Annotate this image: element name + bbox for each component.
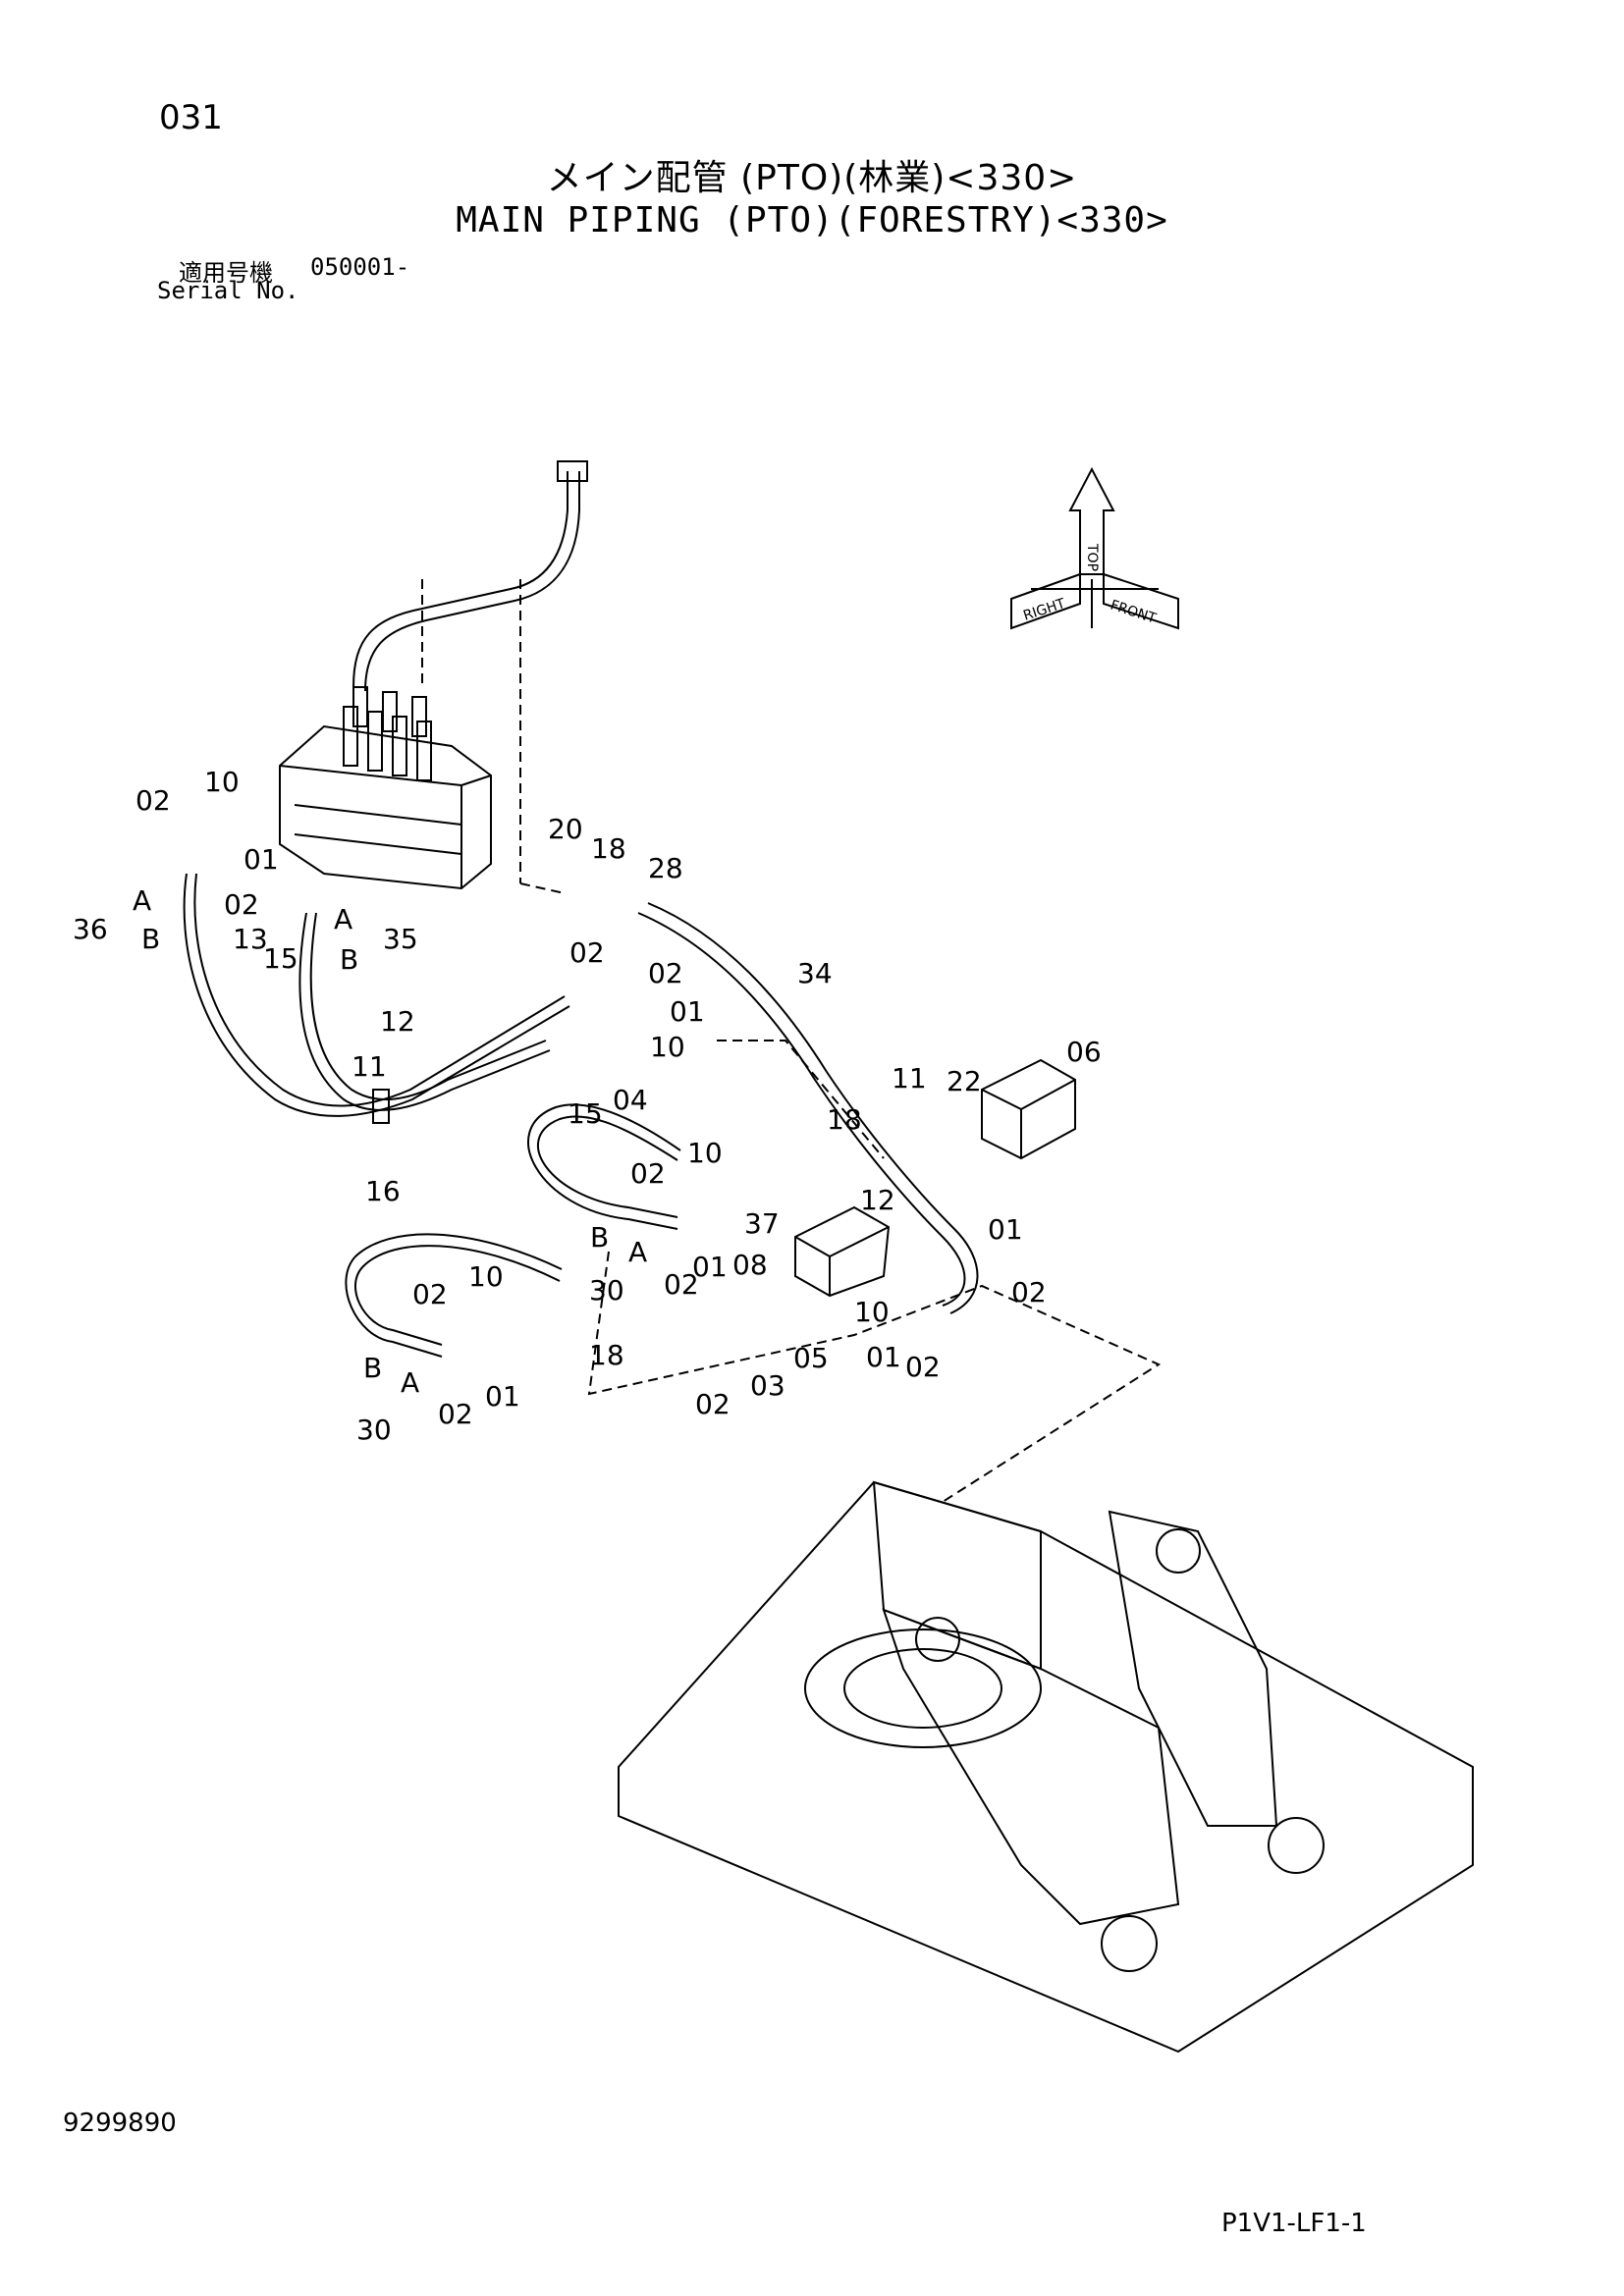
callout-label: 15	[263, 942, 298, 975]
callout-label: 10	[468, 1260, 504, 1293]
callout-label: 02	[648, 957, 683, 989]
callout-label: B	[363, 1352, 382, 1384]
callout-label: 28	[648, 852, 683, 884]
callout-label: 10	[687, 1137, 723, 1169]
callout-label: 11	[352, 1050, 387, 1083]
callout-label: 02	[438, 1398, 473, 1430]
callout-label: 01	[866, 1341, 901, 1373]
hose-30-lower	[353, 1245, 561, 1346]
callout-label: B	[141, 923, 160, 955]
orientation-label-right: RIGHT	[1021, 596, 1067, 624]
document-code: P1V1-LF1-1	[1221, 2209, 1367, 2238]
bracket-06	[981, 1058, 1076, 1160]
callout-label: 01	[692, 1251, 728, 1283]
callout-label: 01	[485, 1380, 520, 1413]
callout-label: 08	[732, 1249, 768, 1281]
page-number: 031	[159, 98, 223, 137]
callout-label: 01	[988, 1213, 1023, 1246]
callout-label: 02	[905, 1351, 941, 1383]
callout-label: 18	[589, 1339, 624, 1371]
callout-label: 02	[1011, 1276, 1047, 1308]
hose-34	[637, 912, 966, 1307]
callout-label: 15	[568, 1097, 603, 1130]
callout-label: 02	[695, 1388, 731, 1420]
callout-label: 04	[613, 1084, 648, 1116]
serial-label-japanese: 適用号機	[179, 259, 273, 287]
callout-label: 34	[797, 957, 833, 989]
callout-label: B	[590, 1221, 609, 1254]
callout-label: 10	[650, 1031, 685, 1063]
page-title-japanese: メイン配管 (PTO)(林業)<330>	[546, 158, 1078, 198]
callout-label: 05	[793, 1342, 829, 1374]
callout-label: 02	[224, 888, 259, 921]
orientation-symbol	[1010, 466, 1179, 630]
callout-label: B	[340, 943, 358, 976]
callout-label: 30	[356, 1414, 392, 1446]
serial-number-value: 050001-	[310, 253, 410, 281]
hose-30-upper	[537, 1115, 678, 1218]
page-title-english: MAIN PIPING (PTO)(FORESTRY)<330>	[456, 200, 1168, 240]
callout-label: 03	[750, 1369, 785, 1402]
serial-label-english: Serial No.	[157, 277, 299, 304]
orientation-label-top: TOP	[1084, 543, 1100, 571]
orientation-label-front: FRONT	[1109, 598, 1159, 627]
callout-label: A	[334, 903, 352, 935]
callout-label: 06	[1066, 1036, 1102, 1068]
callout-label: 11	[892, 1062, 927, 1095]
callout-label: 01	[670, 995, 705, 1028]
callout-label: A	[133, 884, 151, 917]
callout-label: A	[401, 1366, 419, 1399]
hose-35	[298, 912, 551, 1111]
callout-label: 22	[947, 1065, 982, 1097]
callout-label: 18	[827, 1103, 862, 1136]
pto-valve	[794, 1205, 891, 1298]
callout-label: 12	[860, 1184, 895, 1216]
callout-label: 10	[204, 766, 240, 798]
callout-label: 02	[135, 784, 171, 817]
callout-label: 16	[365, 1175, 401, 1207]
callout-label: 10	[854, 1296, 890, 1328]
callout-label: 02	[630, 1157, 666, 1190]
callout-label: 35	[383, 923, 418, 955]
callout-label: 02	[412, 1278, 448, 1310]
control-valve-block	[279, 686, 492, 890]
callout-label: A	[628, 1236, 647, 1268]
upper-frame	[618, 1480, 1474, 2054]
callout-labels: 02 10 01 02 13 15 35 A B A B 36 20 18 28…	[73, 766, 1102, 1446]
callout-label: 30	[589, 1274, 624, 1307]
document-number: 9299890	[63, 2109, 177, 2138]
hose-36	[183, 873, 570, 1117]
callout-label: 02	[664, 1268, 699, 1301]
callout-label: 36	[73, 913, 108, 945]
callout-label: 12	[380, 1005, 415, 1038]
callout-label: 13	[233, 923, 268, 955]
callout-label: 20	[548, 813, 583, 845]
callout-label: 18	[591, 832, 626, 865]
callout-label: 01	[244, 843, 279, 876]
return-pipe-upper	[352, 471, 568, 688]
callout-label: 02	[569, 936, 605, 969]
callout-label: 37	[744, 1207, 780, 1240]
